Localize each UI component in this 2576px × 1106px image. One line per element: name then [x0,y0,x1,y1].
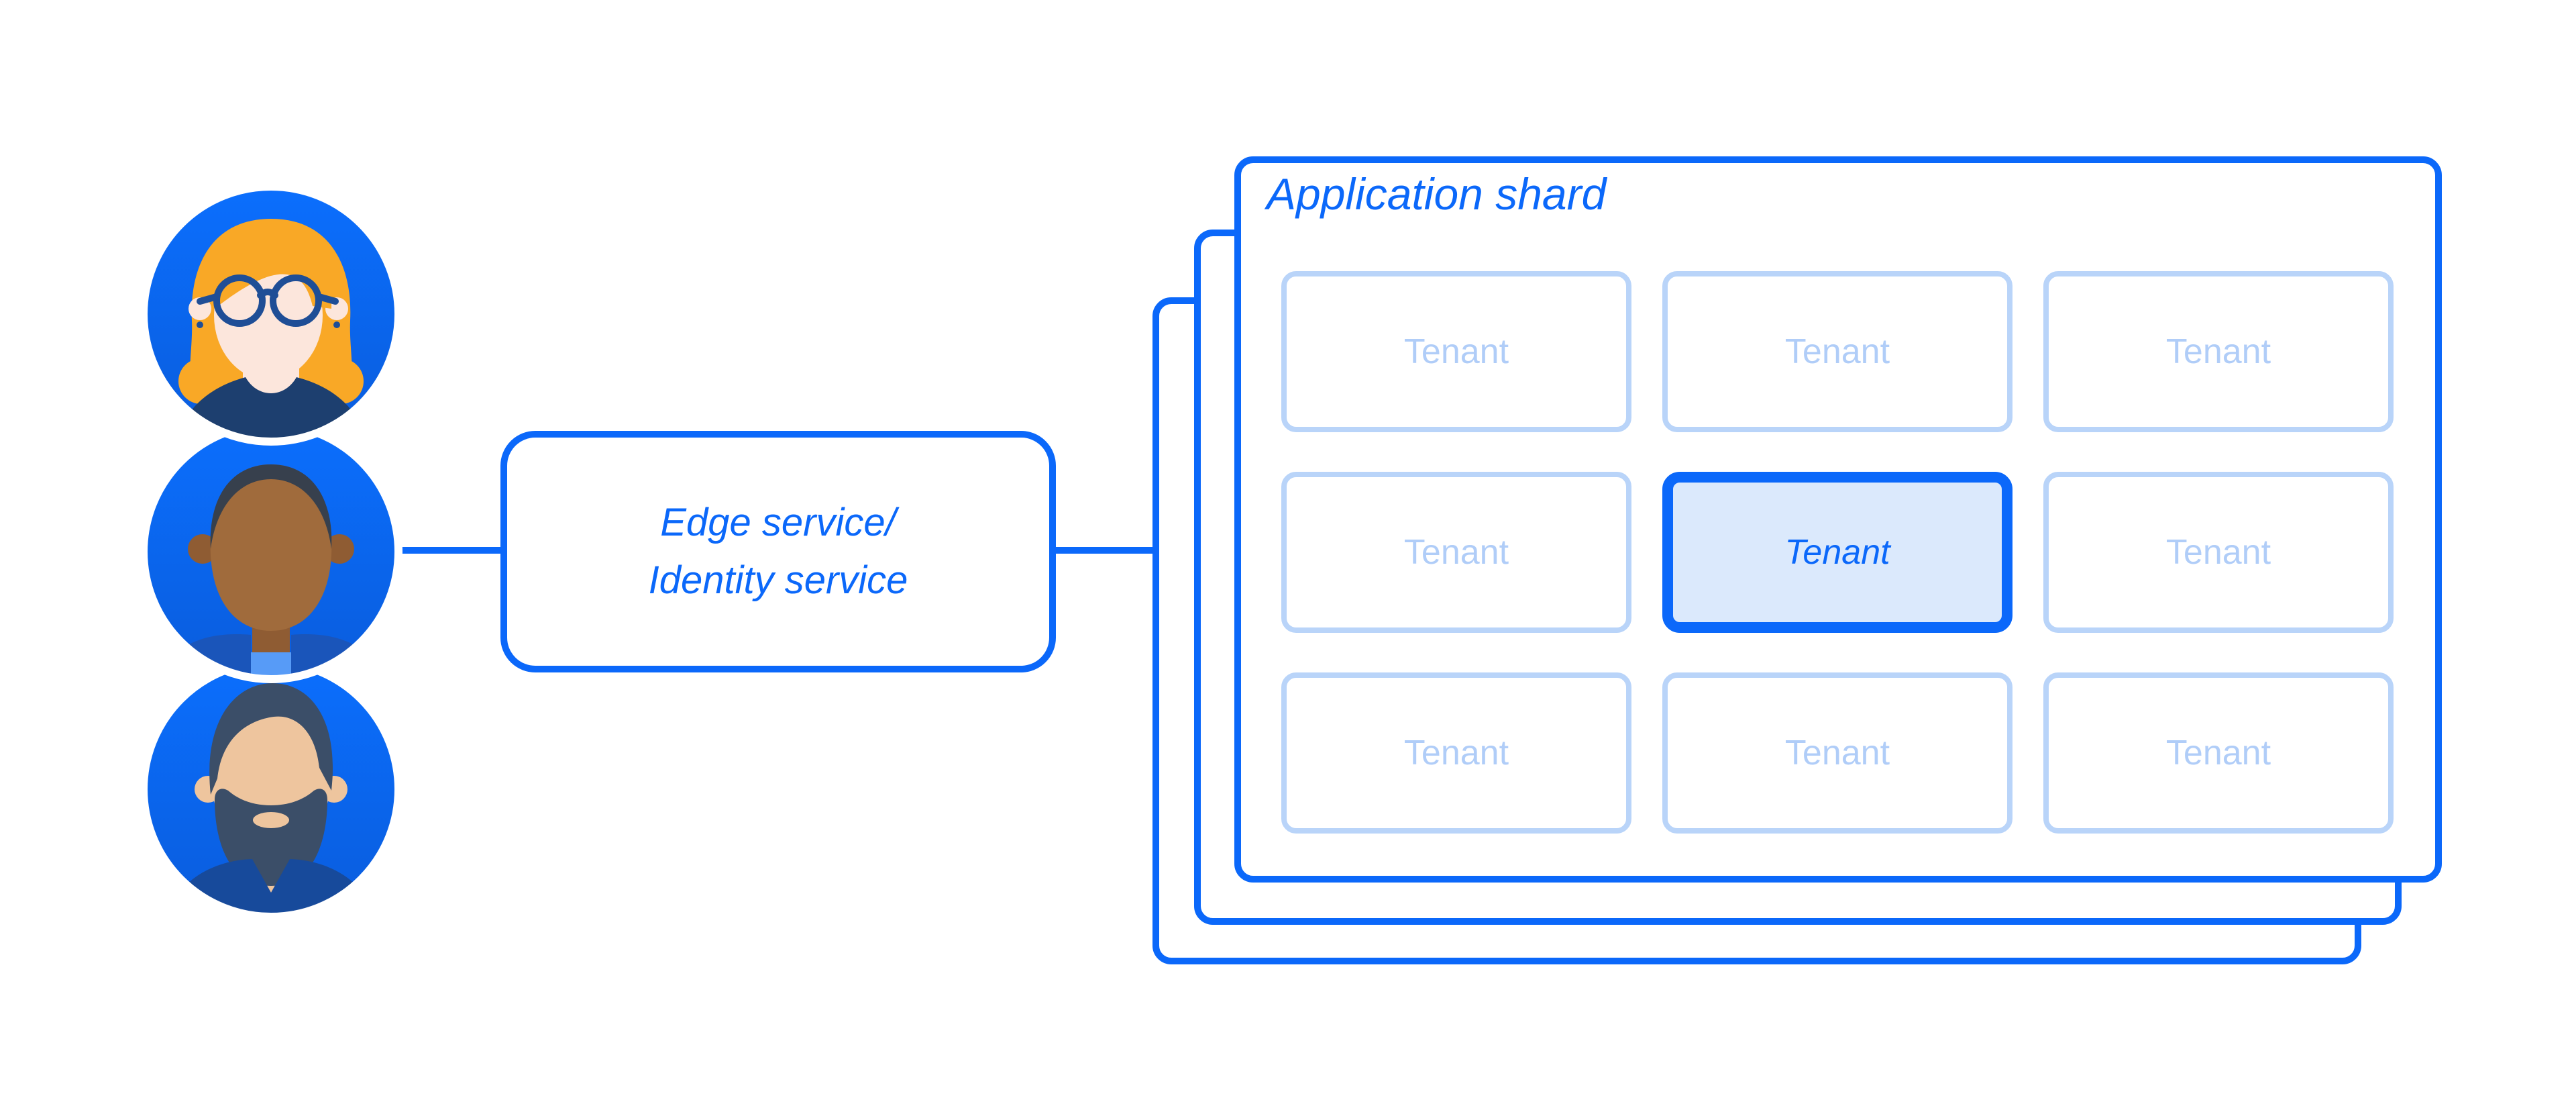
edge-service-label: Edge service/ [660,501,896,544]
shirt-collar [251,652,291,676]
head [210,464,332,631]
edge-identity-service-box: Edge service/ Identity service [500,431,1056,672]
tenant-box: Tenant [2043,672,2394,834]
hairline [210,464,332,549]
tenant-box: Tenant [1281,672,1631,834]
connector-edge-to-shard [1053,547,1155,554]
application-shard-title: Application shard [1267,169,1607,219]
tenant-box: Tenant [1281,472,1631,633]
tenant-grid: Tenant Tenant Tenant Tenant Tenant Tenan… [1281,271,2394,834]
tenant-label: Tenant [2165,533,2271,572]
tenant-box: Tenant [1281,271,1631,432]
hair-fringe [214,230,332,309]
tenant-label: Tenant [1784,734,1890,772]
avatar-man-beard-icon [140,658,402,921]
shard-card-front: Application shard Tenant Tenant Tenant T… [1234,156,2442,883]
earring [197,321,203,328]
tenant-box-highlighted: Tenant [1662,472,2012,633]
tenant-box: Tenant [1662,672,2012,834]
tenant-label: Tenant [1403,332,1509,371]
glasses-icon [197,274,339,327]
hair [209,683,333,795]
identity-service-label: Identity service [648,558,908,602]
connector-users-to-edge [393,547,503,554]
earring [333,321,340,328]
mouth [253,812,289,828]
avatar-man-bald-icon [140,420,402,683]
tenant-label: Tenant [2165,734,2271,772]
tenant-label: Tenant [1784,332,1890,371]
tenant-box: Tenant [1662,271,2012,432]
tenant-label: Tenant [1403,734,1509,772]
tenant-box: Tenant [2043,271,2394,432]
ear [188,534,217,564]
ear [325,534,354,564]
tenant-label: Tenant [1784,533,1890,572]
tenant-box: Tenant [2043,472,2394,633]
tenant-label: Tenant [1403,533,1509,572]
avatar-woman-glasses-icon [140,183,402,446]
avatar-ring [140,183,402,446]
tenant-label: Tenant [2165,332,2271,371]
